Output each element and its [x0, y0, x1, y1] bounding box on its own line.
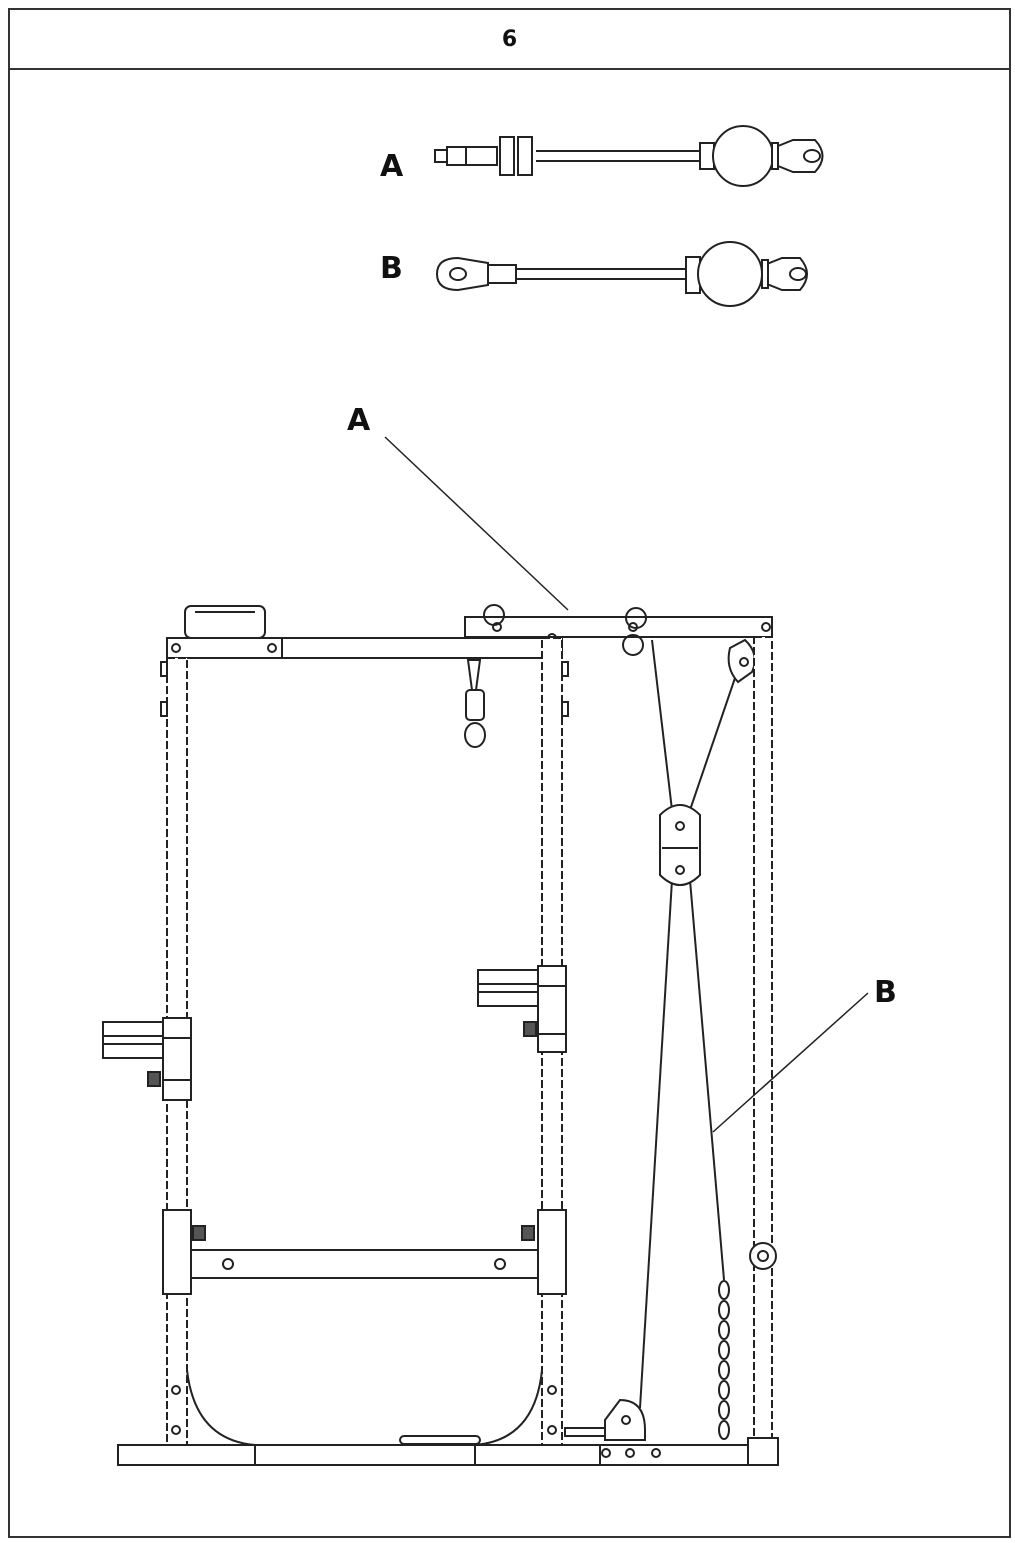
step-number: 6 [501, 26, 518, 52]
step-header: 6 [10, 10, 1009, 70]
callout-b-leader [712, 992, 869, 1133]
cable-b-label: B [380, 251, 403, 286]
chain [718, 1280, 730, 1440]
rack-frame [102, 604, 779, 1466]
callout-a-label: A [347, 403, 371, 438]
instruction-panel: 6 [8, 8, 1011, 1538]
callout-b-label: B [874, 975, 897, 1010]
callout-a-leader [384, 436, 569, 611]
cable-a-part [434, 125, 824, 187]
cable-b-part [435, 241, 808, 307]
cable-a-label: A [380, 149, 404, 184]
